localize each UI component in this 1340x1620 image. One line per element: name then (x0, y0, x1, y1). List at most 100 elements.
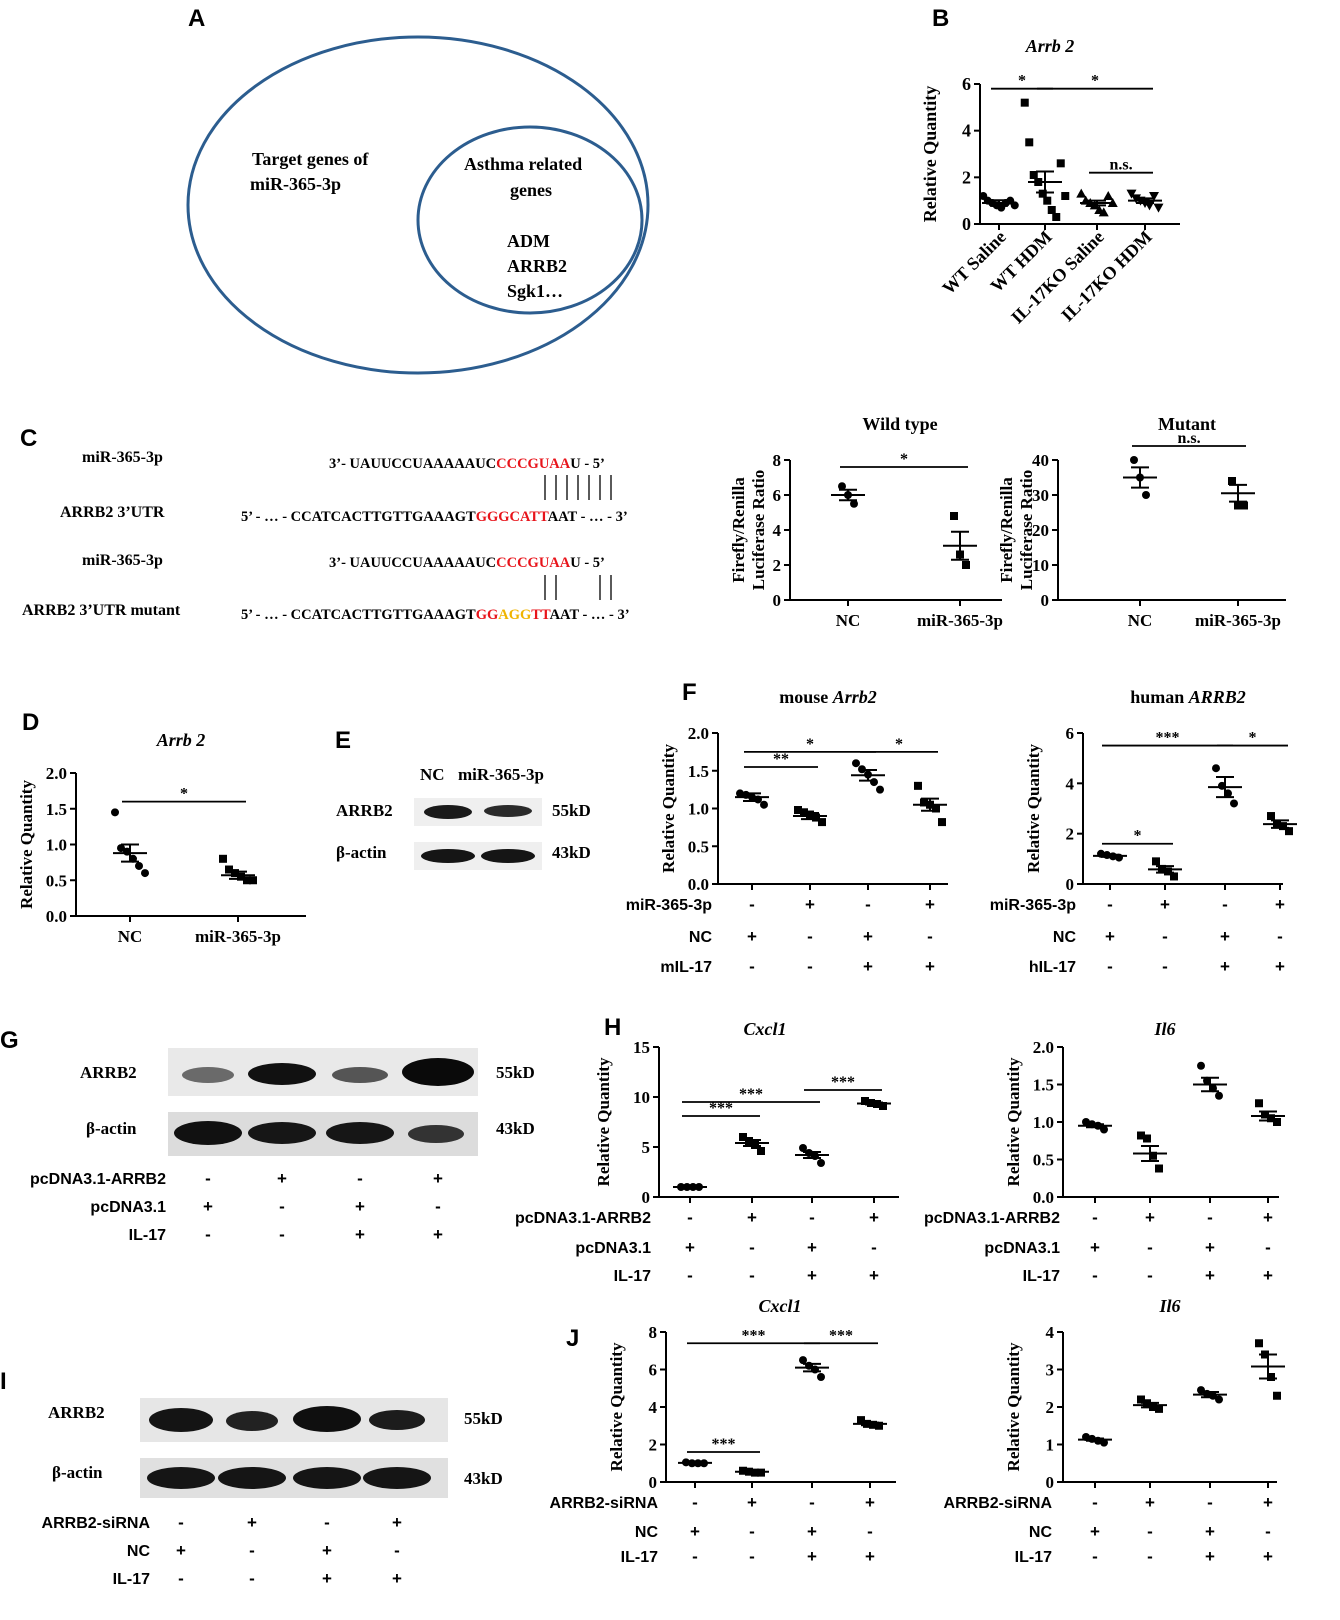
significance-label: *** (1156, 730, 1180, 747)
band-g-actin-2 (248, 1122, 316, 1144)
data-point (1155, 1164, 1163, 1173)
data-point (1143, 1134, 1151, 1143)
condition-sign: - (867, 1522, 873, 1541)
condition-label: hIL-17 (1029, 959, 1076, 976)
condition-label: NC (635, 1524, 659, 1541)
band-i-4 (369, 1410, 425, 1430)
condition-label: NC (689, 929, 713, 946)
condition-sign: + (685, 1238, 695, 1257)
y-tick-label: 30 (1032, 486, 1049, 505)
data-point (1047, 206, 1056, 214)
condition-sign: - (749, 1522, 755, 1541)
y-tick-label: 4 (773, 521, 782, 540)
condition-sign: + (1145, 1493, 1155, 1512)
band-i-actin-3 (293, 1467, 361, 1489)
condition-sign: - (749, 1547, 755, 1566)
data-point (1267, 812, 1275, 821)
y-tick-label: 8 (773, 451, 782, 470)
condition-sign: - (249, 1569, 255, 1588)
size-55kd-e: 55kD (552, 801, 591, 820)
data-point (817, 1159, 825, 1167)
data-point (1142, 491, 1150, 499)
condition-sign: - (249, 1541, 255, 1560)
condition-label: NC (1053, 929, 1077, 946)
condition-sign: + (863, 957, 873, 976)
condition-sign: + (1205, 1238, 1215, 1257)
condition-sign: - (692, 1493, 698, 1512)
significance-label: *** (712, 1436, 736, 1453)
y-tick-label: 3 (1046, 1361, 1055, 1380)
condition-sign: - (809, 1208, 815, 1227)
condition-sign: - (1222, 895, 1228, 914)
x-category-label: miR-365-3p (195, 927, 281, 946)
condition-sign: - (687, 1266, 693, 1285)
condition-sign: - (1092, 1208, 1098, 1227)
size-43kd-e: 43kD (552, 843, 591, 862)
condition-sign: + (1160, 895, 1170, 914)
condition-sign: - (1162, 957, 1168, 976)
x-category-label: NC (836, 611, 861, 630)
condition-sign: - (1092, 1266, 1098, 1285)
condition-sign: + (747, 1208, 757, 1227)
y-tick-label: 0 (1041, 591, 1050, 610)
size-43kd-i: 43kD (464, 1469, 503, 1488)
condition-sign: + (863, 927, 873, 946)
condition-sign: - (927, 927, 933, 946)
data-point (962, 561, 970, 569)
data-point (1228, 477, 1236, 485)
inner-label-line2: genes (510, 180, 552, 200)
size-43kd-g: 43kD (496, 1119, 535, 1138)
condition-label: IL-17 (129, 1227, 166, 1244)
condition-sign: + (203, 1197, 213, 1216)
data-point (876, 785, 884, 794)
data-point (1043, 196, 1052, 205)
significance-label: n.s. (1109, 157, 1132, 174)
condition-sign: - (1265, 1238, 1271, 1257)
blot-row-actin-i: β-actin (52, 1463, 103, 1482)
condition-label: ARRB2-siRNA (550, 1495, 659, 1512)
condition-sign: + (1263, 1208, 1273, 1227)
condition-sign: + (277, 1169, 287, 1188)
y-axis-label: Firefly/RenillaLuciferase Ratio (729, 470, 768, 590)
significance-label: * (900, 451, 908, 468)
data-point (1164, 867, 1172, 876)
condition-sign: - (1265, 1522, 1271, 1541)
condition-sign: + (1145, 1208, 1155, 1227)
data-point (1056, 159, 1065, 168)
y-tick-label: 0 (962, 214, 971, 234)
seq-utr: 5’ - … - CCATCACTTGTTGAAAGTGGGCATTAAT - … (241, 509, 628, 525)
data-point (141, 869, 149, 878)
blot-row-actin: β-actin (336, 843, 387, 862)
data-point (1273, 1118, 1281, 1126)
y-axis-label: Relative Quantity (1004, 1342, 1023, 1471)
data-point (838, 482, 846, 491)
condition-sign: + (1275, 957, 1285, 976)
panel-letter-i: I (0, 1368, 7, 1395)
data-point (1255, 1339, 1263, 1348)
y-tick-label: 1 (1046, 1436, 1055, 1455)
data-point (920, 798, 928, 807)
band-i-1 (149, 1408, 213, 1432)
gene-sgk1: Sgk1… (507, 281, 563, 301)
y-tick-label: 1.5 (1033, 1076, 1054, 1095)
blot-row-arrb2-g: ARRB2 (80, 1063, 137, 1082)
lane-label-mir: miR-365-3p (458, 765, 544, 784)
panel-letter-e: E (335, 727, 351, 754)
condition-label: ARRB2-siRNA (944, 1495, 1053, 1512)
significance-label: * (1091, 73, 1099, 90)
y-tick-label: 1.0 (46, 836, 67, 855)
condition-label: IL-17 (1015, 1549, 1052, 1566)
y-tick-label: 4 (1046, 1323, 1055, 1342)
data-point (1234, 501, 1242, 510)
y-axis-label: Relative Quantity (659, 744, 678, 873)
band-g-actin-4 (408, 1125, 464, 1143)
band-i-2 (226, 1411, 278, 1431)
y-tick-label: 0.5 (46, 871, 67, 890)
y-tick-label: 10 (633, 1088, 650, 1107)
condition-sign: + (869, 1208, 879, 1227)
y-axis-label: Firefly/RenillaLuciferase Ratio (997, 470, 1036, 590)
band-g-2 (248, 1063, 316, 1085)
y-tick-label: 0 (1046, 1473, 1055, 1492)
y-tick-label: 40 (1032, 451, 1049, 470)
